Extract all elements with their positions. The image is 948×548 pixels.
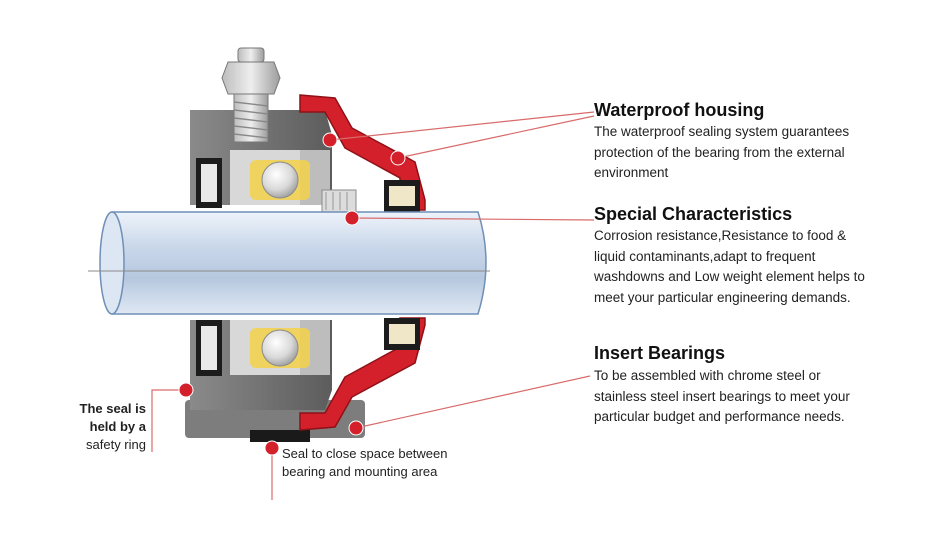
callout-line: The seal is — [79, 401, 146, 416]
description-line: The waterproof sealing system guarantees — [594, 124, 850, 139]
special-characteristics-description: Corrosion resistance,Resistance to food … — [594, 226, 865, 308]
waterproof-cover — [299, 94, 426, 431]
waterproof-housing-title: Waterproof housing — [594, 100, 765, 120]
description-line: environment — [594, 165, 669, 180]
description-line: washdowns and Low weight element helps t… — [594, 269, 865, 284]
safety-ring-callout: The seal is held by a safety ring — [40, 400, 146, 454]
set-screw — [321, 189, 357, 213]
mounting-seal-callout: Seal to close space between bearing and … — [282, 445, 448, 481]
waterproof-housing-description: The waterproof sealing system guarantees… — [594, 122, 849, 184]
ball-bearing-icon — [250, 160, 310, 368]
leader-lines — [151, 111, 595, 500]
callout-line: Seal to close space between — [282, 446, 448, 461]
description-line: To be assembled with chrome steel or — [594, 368, 821, 383]
callout-line: safety ring — [86, 437, 146, 452]
description-line: particular budget and performance needs. — [594, 409, 845, 424]
description-line: liquid contaminants,adapt to frequent — [594, 248, 816, 264]
description-line: protection of the bearing from the exter… — [594, 144, 845, 160]
description-line: meet your particular engineering demands… — [594, 289, 851, 305]
description-line: stainless steel insert bearings to meet … — [594, 388, 850, 404]
description-line: Corrosion resistance,Resistance to food … — [594, 228, 847, 243]
left-seals — [196, 158, 222, 376]
insert-bearings-description: To be assembled with chrome steel or sta… — [594, 366, 850, 428]
special-characteristics-title: Special Characteristics — [594, 204, 793, 224]
grease-nipple-icon — [221, 47, 281, 143]
insert-bearings-title: Insert Bearings — [594, 343, 726, 363]
callout-line: held by a — [89, 419, 146, 434]
callout-line: bearing and mounting area — [282, 464, 438, 479]
shaft — [88, 211, 490, 315]
callout-dot-icon — [178, 132, 406, 456]
